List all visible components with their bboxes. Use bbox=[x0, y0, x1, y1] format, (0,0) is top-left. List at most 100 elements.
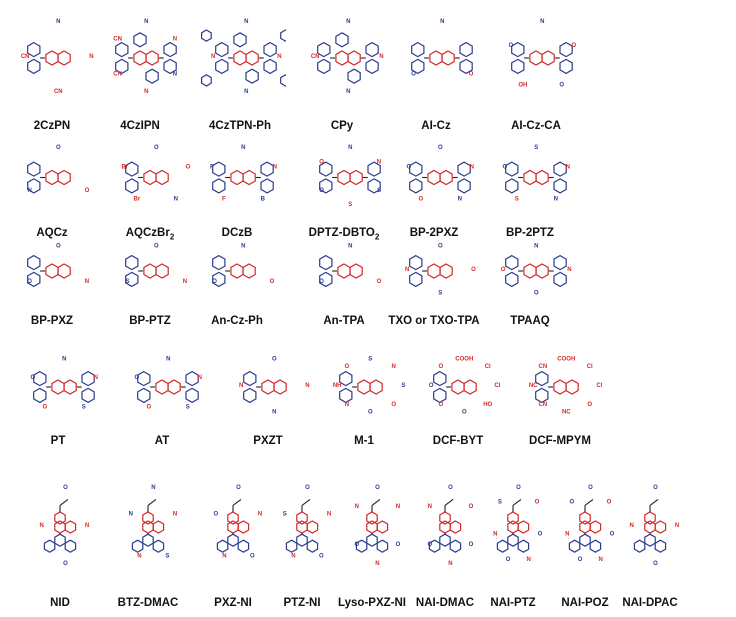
donor-ring bbox=[449, 539, 462, 553]
donor-ring bbox=[260, 161, 274, 177]
atom-label: N bbox=[675, 523, 679, 529]
donor-ring bbox=[280, 29, 286, 42]
atom-label: N bbox=[277, 54, 281, 60]
atom-label: O bbox=[578, 557, 583, 563]
atom-label: CN bbox=[539, 402, 548, 408]
molecule-name-text: 4CzTPN-Ph bbox=[209, 120, 271, 132]
atom-label: O bbox=[319, 279, 324, 285]
atom-label: N bbox=[440, 19, 444, 25]
atom-label: N bbox=[85, 523, 89, 529]
atom-label: O bbox=[506, 557, 511, 563]
molecule-name-text: Lyso-PXZ-NI bbox=[338, 597, 406, 609]
atom-label: O bbox=[56, 243, 61, 249]
acceptor-ring bbox=[155, 169, 169, 186]
donor-ring bbox=[559, 41, 573, 58]
molecule-name: DCzB bbox=[222, 227, 253, 239]
atom-label: Cl bbox=[494, 383, 500, 389]
donor-ring bbox=[200, 29, 212, 42]
donor-ring bbox=[496, 539, 509, 553]
atom-label: N bbox=[554, 197, 558, 203]
atom-label: O bbox=[319, 554, 324, 560]
molecule-name-text: BP-2PTZ bbox=[506, 227, 554, 239]
molecule-name: NAI-PTZ bbox=[490, 597, 535, 609]
molecule-name: AT bbox=[155, 435, 169, 447]
atom-label: O bbox=[27, 279, 32, 285]
donor-ring bbox=[263, 58, 277, 75]
donor-ring bbox=[125, 178, 139, 194]
donor-ring bbox=[163, 58, 177, 75]
molecule-name: PXZT bbox=[253, 435, 282, 447]
donor-ring bbox=[243, 387, 257, 404]
acceptor-ring bbox=[553, 379, 567, 395]
atom-label: N bbox=[493, 531, 497, 537]
donor-ring bbox=[27, 254, 41, 271]
acceptor-ring bbox=[142, 511, 154, 525]
donor-ring bbox=[212, 161, 226, 177]
donor-ring bbox=[553, 271, 567, 288]
donor-ring bbox=[409, 178, 423, 194]
atom-label: CN bbox=[21, 54, 30, 60]
atom-label: N bbox=[173, 511, 177, 517]
molecule-name: PTZ-NI bbox=[283, 597, 320, 609]
atom-label: N bbox=[527, 557, 531, 563]
atom-label: O bbox=[63, 485, 68, 491]
atom-label: O bbox=[610, 531, 615, 537]
donor-ring bbox=[185, 370, 199, 387]
donor-ring bbox=[263, 41, 277, 58]
acceptor-ring bbox=[507, 520, 519, 534]
atom-label: O bbox=[438, 243, 443, 249]
atom-label: O bbox=[571, 43, 576, 49]
atom-label: O bbox=[501, 267, 506, 273]
atom-label: N bbox=[348, 243, 352, 249]
acceptor-ring bbox=[230, 263, 244, 279]
atom-label: O bbox=[559, 82, 564, 88]
donor-ring bbox=[27, 41, 41, 58]
molecule-name: NAI-POZ bbox=[561, 597, 608, 609]
acceptor-ring bbox=[427, 169, 441, 186]
molecule-name: NID bbox=[50, 597, 70, 609]
molecule-name: BP-2PXZ bbox=[410, 227, 459, 239]
atom-label: N bbox=[174, 197, 178, 203]
atom-label: O bbox=[319, 159, 324, 165]
atom-label: O bbox=[396, 542, 401, 548]
acceptor-ring bbox=[245, 50, 259, 66]
acceptor-ring bbox=[57, 169, 71, 186]
acceptor-ring bbox=[337, 169, 351, 186]
atom-label: N bbox=[448, 561, 452, 567]
atom-label: O bbox=[538, 531, 543, 537]
atom-label: S bbox=[348, 202, 352, 208]
molecule-name-text: NID bbox=[50, 597, 70, 609]
atom-label: N bbox=[405, 267, 409, 273]
molecule-name: AI-Cz-CA bbox=[511, 120, 561, 132]
molecule-name-text: AI-Cz bbox=[421, 120, 451, 132]
atom-label: N bbox=[39, 523, 43, 529]
donor-ring bbox=[125, 254, 139, 271]
atom-label: Cl bbox=[596, 383, 602, 389]
molecule-name-subscript: 2 bbox=[374, 232, 380, 242]
molecule-name: BP-2PTZ bbox=[506, 227, 554, 239]
atom-label: O bbox=[502, 165, 507, 171]
acceptor-ring bbox=[227, 520, 239, 534]
donor-ring bbox=[457, 161, 471, 177]
atom-label: O bbox=[439, 402, 444, 408]
acceptor-ring bbox=[535, 169, 549, 186]
donor-ring bbox=[559, 58, 573, 75]
atom-label: O bbox=[462, 410, 467, 416]
atom-label: CN bbox=[311, 54, 320, 60]
donor-ring bbox=[589, 539, 602, 553]
molecule-name-text: PXZT bbox=[253, 435, 283, 447]
donor-ring bbox=[285, 539, 298, 553]
donor-ring bbox=[457, 178, 471, 194]
atom-label: O bbox=[250, 554, 255, 560]
molecule-name: AI-Cz bbox=[421, 120, 450, 132]
donor-ring bbox=[347, 68, 361, 84]
donor-ring bbox=[33, 387, 47, 404]
molecule-name: NAI-DMAC bbox=[416, 597, 474, 609]
molecule-name-text: NAI-DPAC bbox=[622, 597, 678, 609]
molecule-name: TPAAQ bbox=[510, 315, 549, 327]
